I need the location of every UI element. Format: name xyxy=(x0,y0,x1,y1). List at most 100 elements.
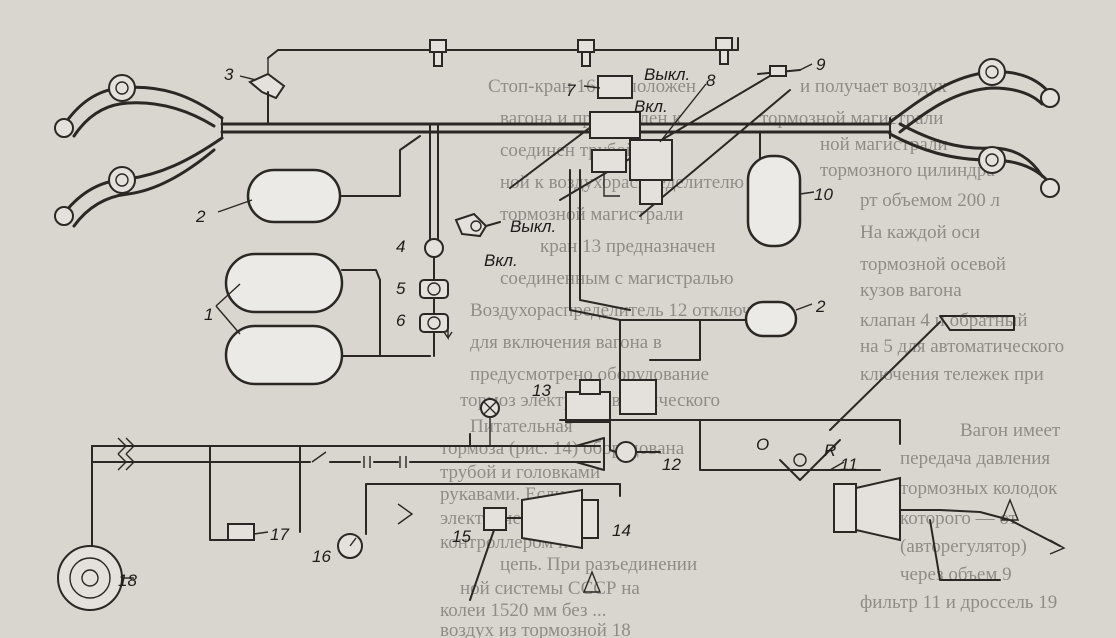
main-lower-pipe xyxy=(559,419,901,445)
vertical-branch-to-valves xyxy=(429,123,439,241)
left-lower-coupling-core xyxy=(115,173,129,187)
top-line xyxy=(267,37,739,59)
supply-pipe-to-13 xyxy=(569,169,621,401)
valve-6-core xyxy=(427,316,441,330)
bg-right-line: (авторегулятор) xyxy=(900,536,1027,557)
block-8-lower xyxy=(639,179,663,205)
label-17: 17 xyxy=(270,525,289,544)
gauge-16-needle xyxy=(349,537,357,547)
callout-labels: 1 2 2 3 4 5 6 7 8 9 10 11 12 13 14 15 16… xyxy=(118,55,858,590)
connector-upper xyxy=(117,437,135,455)
bg-right-line: ной магистрали xyxy=(820,134,948,155)
valves-4-5-6 xyxy=(419,238,453,357)
cylinder-right-cap xyxy=(833,483,857,533)
reservoirs-1 xyxy=(215,252,431,386)
reservoir-2-right xyxy=(744,300,813,338)
bg-left-line: Питательная xyxy=(470,416,573,437)
connector-lower xyxy=(117,453,135,471)
label-on-left: Вкл. xyxy=(484,251,518,270)
label-2-right: 2 xyxy=(815,297,826,316)
top-fitting-b-stem xyxy=(581,51,591,67)
reservoir-2-right-leader xyxy=(795,303,813,311)
reservoir-10-body xyxy=(746,154,802,248)
left-switch-stem xyxy=(485,221,501,227)
cylinder-right-body xyxy=(855,476,901,542)
capacitors xyxy=(363,456,407,468)
label-R: R xyxy=(824,441,836,460)
right-couplings xyxy=(888,58,1060,198)
top-fitting-a xyxy=(429,39,447,53)
right-upper-coupling-head xyxy=(978,58,1006,86)
switch-9 xyxy=(757,63,813,77)
reservoir-1-leader xyxy=(215,283,241,335)
top-control-line xyxy=(267,37,739,80)
label-8-leader xyxy=(659,83,707,143)
left-lower-hose-inner xyxy=(72,148,216,228)
bg-right-line: Вагон имеет xyxy=(960,420,1061,441)
device-13-cap xyxy=(579,379,601,395)
bg-left-line: для включения вагона в xyxy=(470,332,662,353)
bg-right-line: ключения тележек при xyxy=(860,364,1044,385)
right-upper-hose-inner xyxy=(898,86,1044,134)
bg-right-line: тормозной осевой xyxy=(860,254,1006,275)
left-upper-hose-end xyxy=(54,118,74,138)
right-lower-coupling-core xyxy=(985,153,999,167)
right-linkage xyxy=(779,315,1015,481)
linkage-rod xyxy=(829,321,941,431)
distributor-13-12 xyxy=(559,379,901,471)
valve-5-core xyxy=(427,282,441,296)
label-4: 4 xyxy=(396,237,405,256)
bg-left-line: Воздухораспределитель 12 отключается xyxy=(470,300,794,321)
valve-12 xyxy=(615,441,637,463)
pipe-to-reservoir-10 xyxy=(639,131,761,161)
switch-contact xyxy=(311,451,327,463)
bg-left-line: цепь. При разъединении xyxy=(500,554,697,575)
label-18: 18 xyxy=(118,571,137,590)
lever-11-leader xyxy=(829,461,845,471)
bg-left-line: тормоза (рис. 14) оборудована xyxy=(440,438,685,459)
valve-block-pipes xyxy=(509,69,791,401)
bg-right-line: рт объемом 200 л xyxy=(860,190,1000,211)
right-upper-hose-end xyxy=(1040,88,1060,108)
bg-right-line: и получает воздух xyxy=(800,76,947,97)
brake-cylinders xyxy=(337,476,1066,601)
label-11: 11 xyxy=(840,455,858,474)
left-lower-hose-end xyxy=(54,206,74,226)
supply-pipe-inner xyxy=(579,169,631,311)
cylinder-14-cap xyxy=(581,499,599,539)
label-8: 8 xyxy=(706,71,716,90)
right-lower-coupling-head xyxy=(978,146,1006,174)
reservoir-2-left xyxy=(217,135,421,224)
label-5: 5 xyxy=(396,279,406,298)
top-fitting-a-stem xyxy=(433,51,443,67)
reservoir-2-left-pipe xyxy=(339,135,421,197)
bg-left-line: тормозной магистрали xyxy=(500,204,683,225)
valve-4 xyxy=(424,238,444,258)
reservoir-1-upper xyxy=(224,252,344,314)
valve-12-housing xyxy=(575,437,605,471)
background-text-right: и получает воздух тормозной магистрали н… xyxy=(760,76,1064,613)
lever-15 xyxy=(469,529,495,601)
left-upper-coupling-head xyxy=(108,74,136,102)
bg-left-line: колеи 1520 мм без ... xyxy=(440,600,606,621)
label-2-left: 2 xyxy=(195,207,206,226)
cylinder-14-body xyxy=(521,488,583,550)
bg-left-line: трубой и головками xyxy=(440,462,600,483)
pipe-to-cylinder-right xyxy=(699,419,881,471)
flow-arrow xyxy=(443,320,453,341)
device-13-right xyxy=(619,379,657,415)
top-fitting-b xyxy=(577,39,595,53)
left-upper-coupling-core xyxy=(115,81,129,95)
label-3: 3 xyxy=(224,65,234,84)
label-14: 14 xyxy=(612,521,631,540)
bg-right-line: на 5 для автоматического xyxy=(860,336,1064,357)
bg-left-line: воздух из тормозной 18 xyxy=(440,620,631,638)
left-lower-hose xyxy=(60,136,224,218)
bg-left-line: соединенным с магистралью xyxy=(500,268,734,289)
block-connector xyxy=(603,172,620,197)
right-lever xyxy=(929,519,1001,581)
device-13 xyxy=(565,391,611,423)
bg-left-line: кран 13 предназначен xyxy=(540,236,715,257)
label-12: 12 xyxy=(662,455,681,474)
left-upper-hose-inner xyxy=(72,101,216,138)
